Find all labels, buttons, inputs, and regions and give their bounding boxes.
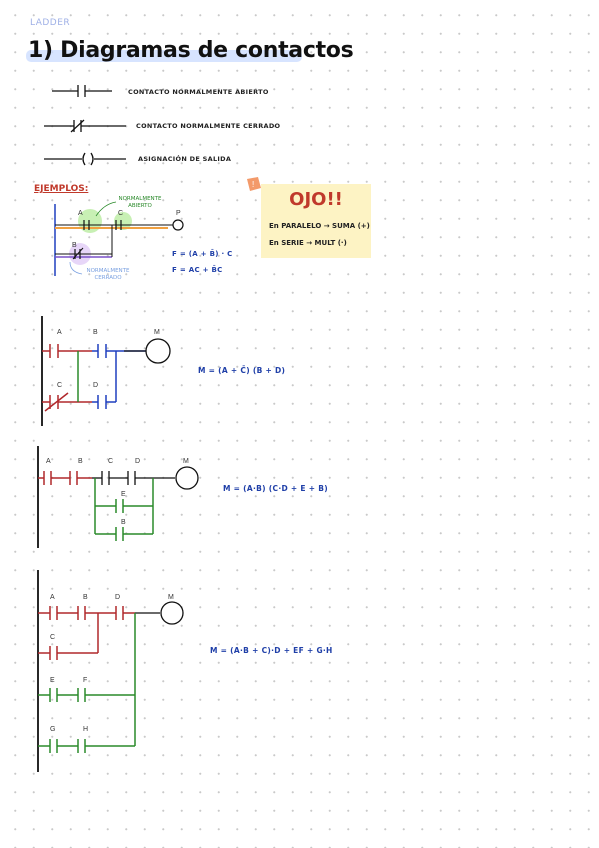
example-formula-2: F = AC + B̄C <box>172 266 223 274</box>
example-formula-1: F = (A + B̄) · C <box>172 250 233 258</box>
d3-label-h: H <box>83 726 88 733</box>
example-label-a: A <box>78 210 83 217</box>
title-highlight <box>26 50 302 62</box>
note-normally-closed: NORMALMENTE CERRADO <box>86 268 130 281</box>
ladder-diagram-3: A B D M C E F G H <box>37 570 184 772</box>
d3-label-m: M <box>168 594 174 601</box>
ojo-title: OJO!! <box>289 189 343 210</box>
ladder-diagram-2: A B C D M E B <box>37 446 199 548</box>
d2-label-a: A <box>46 458 51 465</box>
d3-label-e: E <box>50 677 55 684</box>
d1-label-d: D <box>93 382 98 389</box>
symbol-label-output-assignment: ASIGNACIÓN DE SALIDA <box>138 155 232 163</box>
output-coil-m <box>175 466 199 490</box>
symbol-legend-drawings <box>44 85 126 166</box>
warning-sticker-icon: ! <box>247 177 261 191</box>
ojo-line-parallel: En PARALELO → SUMA (+) <box>269 222 370 230</box>
example-label-b: B <box>72 242 77 249</box>
d3-label-a: A <box>50 594 55 601</box>
d3-label-g: G <box>50 726 55 733</box>
d2-label-c: C <box>108 458 113 465</box>
normally-closed-contact-symbol <box>44 119 126 133</box>
d1-label-a: A <box>57 329 62 336</box>
ojo-line-series: En SERIE → MULT (·) <box>269 239 347 247</box>
example-ladder-diagram: A C B P <box>54 201 184 276</box>
note-normally-open: NORMALMENTE ABIERTO <box>118 196 162 209</box>
d2-label-b: B <box>78 458 83 465</box>
svg-text:!: ! <box>252 180 254 189</box>
example-label-c: C <box>118 210 123 217</box>
d1-label-b: B <box>93 329 98 336</box>
d2-label-m: M <box>183 458 189 465</box>
d3-label-d: D <box>115 594 120 601</box>
output-p-coil <box>172 219 184 231</box>
d2-label-d: D <box>135 458 140 465</box>
d3-label-f: F <box>83 677 87 684</box>
diagram2-formula: M = (A·B) (C·D + E + B) <box>223 484 328 493</box>
output-coil-m <box>145 338 171 364</box>
d3-label-c: C <box>50 634 55 641</box>
ladder-diagram-1: A B M C D <box>41 316 171 426</box>
diagram1-formula: M = (A + C̄) (B + D) <box>198 366 286 375</box>
d3-label-b: B <box>83 594 88 601</box>
d2-label-e: E <box>121 491 126 498</box>
output-coil-symbol <box>44 152 126 166</box>
d1-label-m: M <box>154 329 160 336</box>
d2-label-b2: B <box>121 519 126 526</box>
examples-label: EJEMPLOS: <box>34 184 89 194</box>
diagram3-formula: M = (A·B + C)·D + EF + G·H <box>210 646 333 655</box>
symbol-label-normally-closed: CONTACTO NORMALMENTE CERRADO <box>136 122 281 130</box>
ojo-note-box: OJO!! En PARALELO → SUMA (+) En SERIE → … <box>261 184 371 258</box>
example-label-p: P <box>176 210 181 217</box>
output-coil-m <box>160 601 184 625</box>
section-header: LADDER <box>30 18 71 28</box>
d1-label-c: C <box>57 382 62 389</box>
page-title: 1) Diagramas de contactos <box>28 38 354 63</box>
normally-open-contact-symbol <box>52 85 112 97</box>
symbol-label-normally-open: CONTACTO NORMALMENTE ABIERTO <box>128 88 269 96</box>
